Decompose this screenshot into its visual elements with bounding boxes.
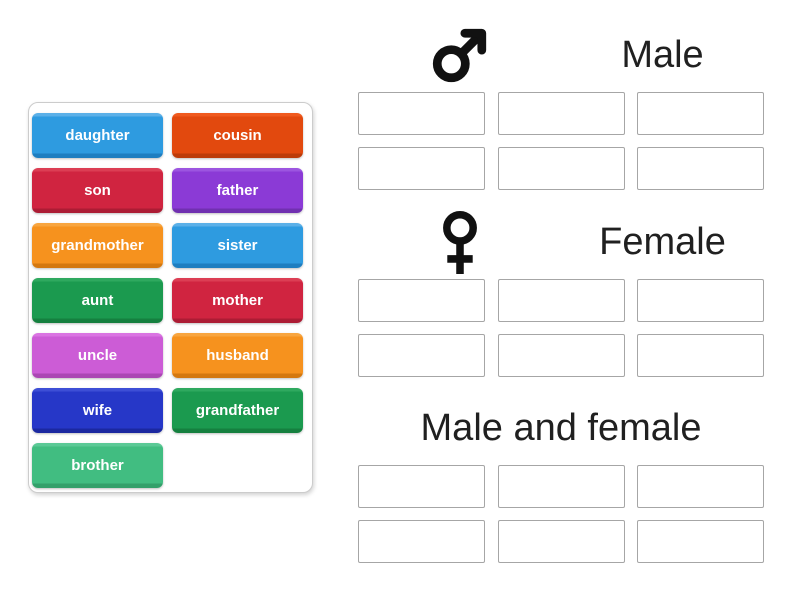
group-slots-male — [358, 92, 764, 190]
word-tile-sister[interactable]: sister — [172, 223, 303, 268]
group-male-icon-area — [358, 18, 561, 92]
drop-slot[interactable] — [637, 279, 764, 322]
drop-slot[interactable] — [497, 465, 625, 508]
drop-slot[interactable] — [358, 92, 485, 135]
drop-slot[interactable] — [497, 334, 625, 377]
drop-slot[interactable] — [358, 279, 485, 322]
drop-slot[interactable] — [358, 147, 485, 190]
word-tile-cousin[interactable]: cousin — [172, 113, 303, 158]
drop-slot[interactable] — [637, 334, 764, 377]
word-tile-brother[interactable]: brother — [32, 443, 163, 488]
word-tile-son[interactable]: son — [32, 168, 163, 213]
female-icon — [442, 210, 477, 274]
word-tile-husband[interactable]: husband — [172, 333, 303, 378]
word-tile-grandfather[interactable]: grandfather — [172, 388, 303, 433]
word-tile-wife[interactable]: wife — [32, 388, 163, 433]
drop-slot[interactable] — [497, 92, 625, 135]
male-icon — [432, 28, 486, 83]
group-label-female: Female — [599, 220, 726, 263]
drop-slot[interactable] — [358, 520, 485, 563]
drop-slot[interactable] — [497, 279, 625, 322]
drop-slot[interactable] — [497, 147, 625, 190]
drop-slot[interactable] — [637, 147, 764, 190]
group-female-icon-area — [358, 205, 561, 279]
drop-slot[interactable] — [637, 92, 764, 135]
group-slots-female — [358, 279, 764, 377]
drop-slot[interactable] — [637, 520, 764, 563]
word-tile-mother[interactable]: mother — [172, 278, 303, 323]
drop-slot[interactable] — [358, 465, 485, 508]
word-tile-uncle[interactable]: uncle — [32, 333, 163, 378]
group-label-male-and-female: Male and female — [420, 406, 702, 449]
drop-slot[interactable] — [637, 465, 764, 508]
word-tile-grandmother[interactable]: grandmother — [32, 223, 163, 268]
group-header-female: Female — [358, 205, 764, 279]
group-header-male: Male — [358, 18, 764, 92]
drop-slot[interactable] — [358, 334, 485, 377]
group-slots-male-and-female — [358, 465, 764, 563]
word-tile-aunt[interactable]: aunt — [32, 278, 163, 323]
group-label-male: Male — [621, 33, 704, 76]
word-tile-father[interactable]: father — [172, 168, 303, 213]
drop-slot[interactable] — [497, 520, 625, 563]
group-header-male-and-female: Male and female — [358, 402, 764, 454]
word-tile-daughter[interactable]: daughter — [32, 113, 163, 158]
